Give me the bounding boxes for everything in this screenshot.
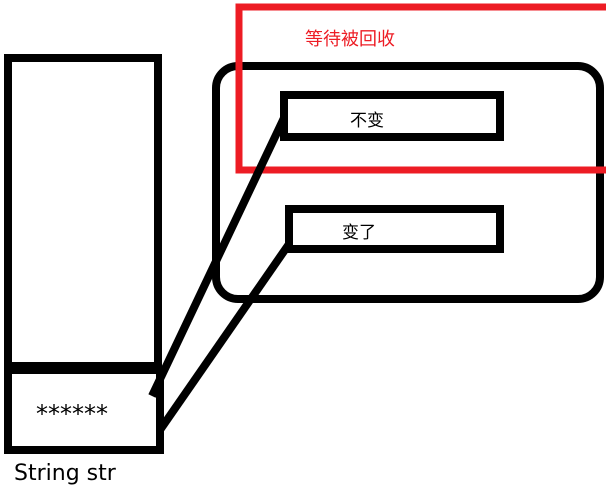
- gc-highlight-box: [235, 3, 606, 174]
- changed-label: 变了: [342, 223, 376, 243]
- unchanged-label: 不变: [350, 111, 384, 131]
- gc-label: 等待被回收: [305, 29, 395, 50]
- heap-pool: [212, 62, 604, 303]
- unchanged-string-box: [280, 91, 504, 141]
- old-reference-arrow: [148, 116, 288, 398]
- variable-label: String str: [14, 461, 116, 486]
- new-reference-arrow: [156, 241, 293, 433]
- stack-column: [4, 54, 162, 370]
- changed-string-box: [285, 205, 504, 253]
- value-stars: ******: [36, 400, 108, 428]
- variable-cell: [4, 366, 164, 454]
